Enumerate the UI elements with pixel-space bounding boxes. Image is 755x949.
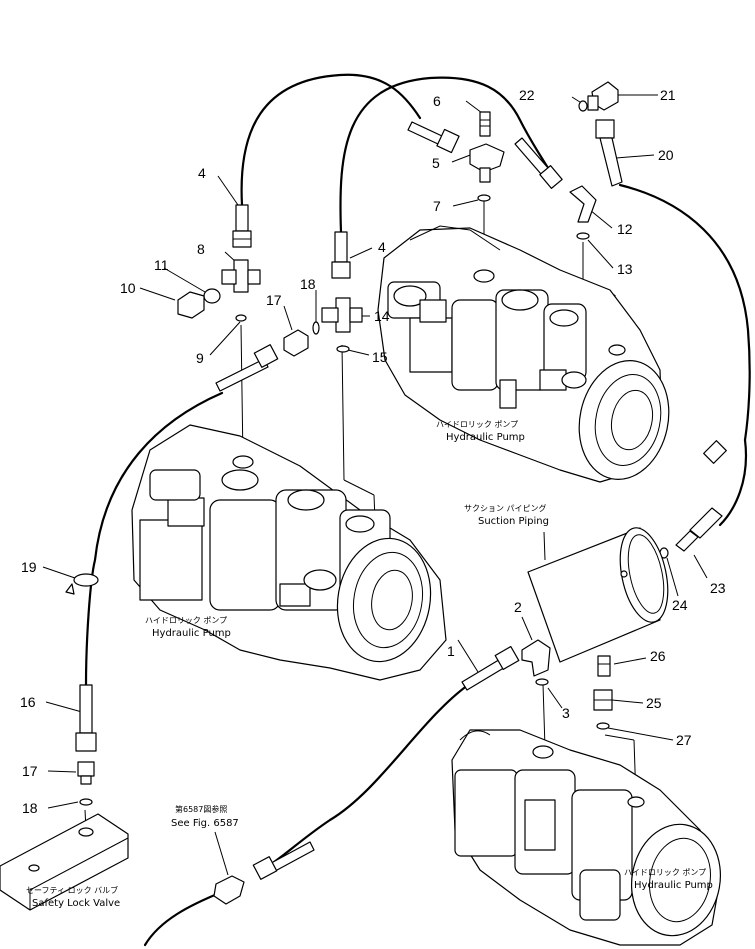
part-label: 3 xyxy=(562,705,570,721)
hose-end-16 xyxy=(75,684,97,752)
connector-17-lower xyxy=(77,761,95,785)
hose-see-fig xyxy=(143,890,224,947)
oring-18-lower xyxy=(79,798,93,806)
oring-7 xyxy=(477,194,491,202)
hose-23 xyxy=(718,438,748,527)
part-label: 20 xyxy=(658,147,674,163)
part-label: 12 xyxy=(617,221,633,237)
hose-end-see-fig xyxy=(213,841,315,905)
suction-caption-en: Suction Piping xyxy=(478,516,549,527)
hose-end-upper-left xyxy=(215,344,279,392)
part-label: 2 xyxy=(514,599,522,615)
pump-top-caption-jp: ハイドロリック ポンプ xyxy=(436,420,518,429)
hoses xyxy=(84,73,751,947)
suction-caption-jp: サクション パイピング xyxy=(464,503,547,513)
tee-5 xyxy=(469,143,505,183)
hydraulic-pump-left xyxy=(131,424,447,681)
part-label: 26 xyxy=(650,648,666,664)
pump-left-caption-jp: ハイドロリック ポンプ xyxy=(145,616,227,625)
part-label: 17 xyxy=(22,763,38,779)
clamp-19 xyxy=(65,573,99,595)
part-label: 18 xyxy=(22,800,38,816)
hose-end-1 xyxy=(461,645,520,691)
part-label: 4 xyxy=(378,239,386,255)
part-label: 8 xyxy=(197,241,205,257)
hose-20 xyxy=(618,183,751,442)
part-label: 4 xyxy=(198,165,206,181)
see-fig-caption-en: See Fig. 6587 xyxy=(171,818,239,829)
part-label: 22 xyxy=(519,87,535,103)
part-label: 14 xyxy=(374,308,390,324)
part-label: 27 xyxy=(676,732,692,748)
hose-4-left xyxy=(240,73,422,207)
part-label: 24 xyxy=(672,597,688,613)
oring-3 xyxy=(535,678,549,686)
part-label: 1 xyxy=(447,643,455,659)
pump-left-caption-en: Hydraulic Pump xyxy=(152,628,231,639)
connector-17 xyxy=(283,329,309,357)
plug-11 xyxy=(203,288,221,304)
elbow-21 xyxy=(587,81,619,111)
part-label: 11 xyxy=(154,257,169,273)
pump-top-caption-en: Hydraulic Pump xyxy=(446,432,525,443)
hose-end-4-left xyxy=(232,204,252,248)
safety-caption-jp: セーフティ ロック バルブ xyxy=(26,885,118,895)
fitting-6 xyxy=(479,111,491,137)
hydraulic-pump-bottom xyxy=(451,729,722,946)
tee-8 xyxy=(221,259,261,293)
fitting-25 xyxy=(593,689,613,711)
hydraulic-pump-top xyxy=(377,225,670,483)
part-label: 18 xyxy=(300,276,316,292)
oring-9 xyxy=(235,314,247,322)
oring-18-top xyxy=(312,321,320,335)
hose-end-top-b xyxy=(514,137,563,189)
oring-13 xyxy=(576,232,590,240)
part-label: 7 xyxy=(433,198,441,214)
cap-10 xyxy=(177,291,205,319)
hose-end-23 xyxy=(675,440,727,552)
oring-15 xyxy=(336,345,350,353)
part-label: 16 xyxy=(20,694,36,710)
part-label: 19 xyxy=(21,559,37,575)
safety-caption-en: Safety Lock Valve xyxy=(32,898,120,909)
part-number-labels: 1 2 3 4 4 5 6 7 8 9 10 11 12 13 14 15 16… xyxy=(20,87,726,816)
oring-22 xyxy=(578,100,588,112)
callout-captions: ハイドロリック ポンプ Hydraulic Pump ハイドロリック ポンプ H… xyxy=(26,420,713,909)
fitting-26 xyxy=(597,655,611,677)
pump-bottom-caption-jp: ハイドロリック ポンプ xyxy=(624,868,706,877)
part-label: 5 xyxy=(432,155,440,171)
suction-piping xyxy=(527,527,669,663)
hose-16 xyxy=(84,391,224,687)
hose-end-top-a xyxy=(407,121,460,154)
tee-14 xyxy=(321,297,363,333)
part-label: 23 xyxy=(710,580,726,596)
part-label: 13 xyxy=(617,261,633,277)
part-label: 6 xyxy=(433,93,441,109)
hose-4-center xyxy=(339,76,550,234)
part-label: 25 xyxy=(646,695,662,711)
fittings xyxy=(65,81,727,905)
elbow-2 xyxy=(521,639,551,677)
part-label: 9 xyxy=(196,350,204,366)
oring-27 xyxy=(596,722,610,730)
hose-end-4-center xyxy=(331,231,351,279)
part-label: 21 xyxy=(660,87,676,103)
part-label: 10 xyxy=(120,280,136,296)
safety-lock-valve-block xyxy=(0,813,129,911)
pump-bottom-caption-en: Hydraulic Pump xyxy=(634,880,713,891)
part-label: 17 xyxy=(266,292,282,308)
see-fig-caption-jp: 第6587図参照 xyxy=(175,804,227,814)
part-label: 15 xyxy=(372,349,388,365)
hose-1 xyxy=(260,683,470,872)
hose-end-20 xyxy=(595,119,623,187)
elbow-12 xyxy=(569,185,597,223)
